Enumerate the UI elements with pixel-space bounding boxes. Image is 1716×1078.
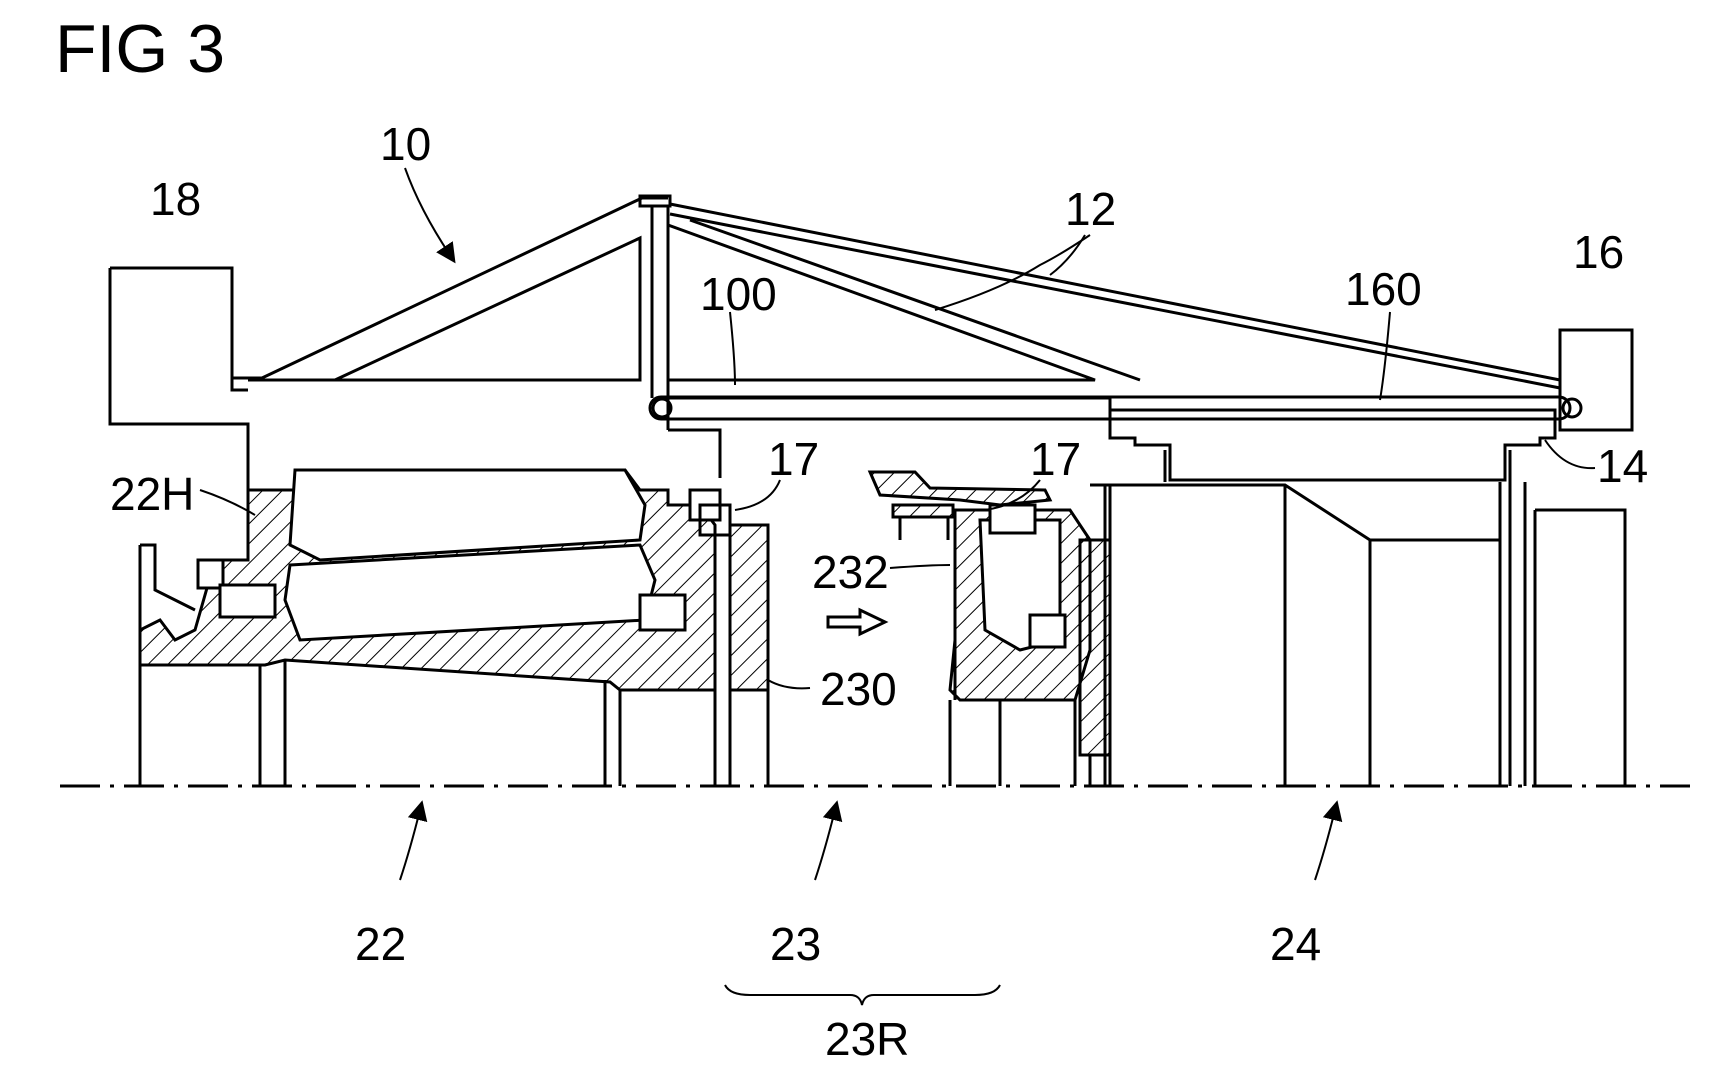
label-17-right: 17 <box>1030 433 1081 485</box>
label-18: 18 <box>150 173 201 225</box>
label-17-left: 17 <box>768 433 819 485</box>
label-230: 230 <box>820 663 897 715</box>
label-10: 10 <box>380 118 431 170</box>
label-23: 23 <box>770 918 821 970</box>
label-14: 14 <box>1597 440 1648 492</box>
box-16 <box>1560 330 1632 430</box>
label-24: 24 <box>1270 918 1321 970</box>
trolley <box>1110 410 1555 482</box>
label-16: 16 <box>1573 226 1624 278</box>
gantry-truss <box>110 196 1560 490</box>
label-232: 232 <box>812 546 889 598</box>
label-23R: 23R <box>825 1013 909 1065</box>
label-160: 160 <box>1345 263 1422 315</box>
label-22: 22 <box>355 918 406 970</box>
module-23 <box>828 472 1110 786</box>
figure-title: FIG 3 <box>55 11 225 87</box>
label-100: 100 <box>700 268 777 320</box>
module-24 <box>1105 482 1625 786</box>
label-12: 12 <box>1065 183 1116 235</box>
label-22H: 22H <box>110 468 194 520</box>
rail <box>650 397 1581 419</box>
